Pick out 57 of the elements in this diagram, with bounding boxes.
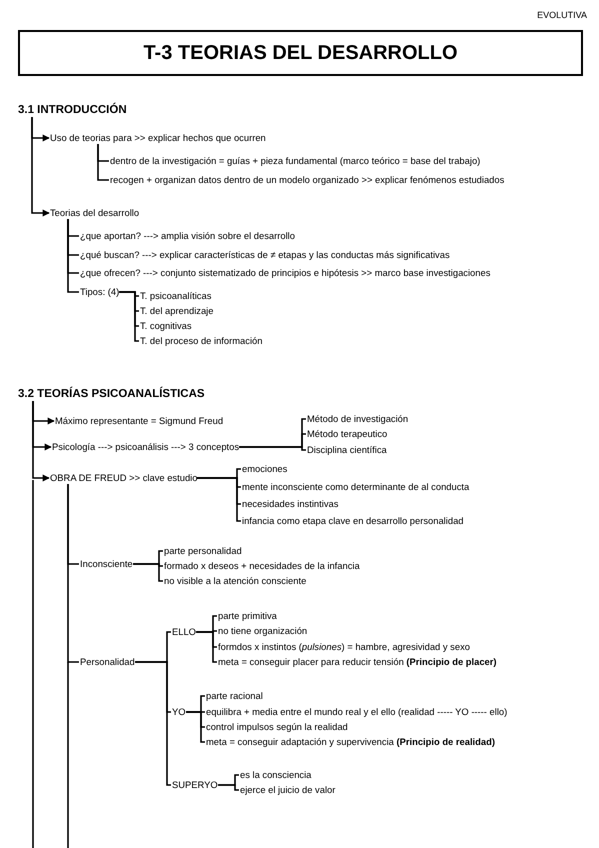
outline-text: ELLO (172, 626, 196, 638)
outline-text: parte racional (206, 690, 263, 702)
outline-text: emociones (242, 463, 288, 475)
bracket-line (239, 446, 306, 451)
bracket-line (135, 661, 171, 786)
outline-text: no visible a la atención consciente (164, 575, 306, 587)
page-title: T-3 TEORIAS DEL DESARROLLO (18, 30, 583, 76)
outline-text: T. del proceso de información (140, 335, 262, 347)
outline-text: no tiene organización (218, 625, 308, 637)
bracket-line (97, 144, 109, 181)
outline-text: Tipos: (4) (80, 286, 120, 298)
bracket-line (186, 711, 205, 743)
outline-text: T. psicoanalíticas (140, 290, 212, 302)
outline-text: dentro de la investigación = guías + pieza fundamental (marco teórico = base del trabajo) (110, 155, 480, 167)
outline-text: meta = conseguir placer para reducir tensión (Principio de placer) (218, 656, 497, 668)
outline-text: T. del aprendizaje (140, 305, 214, 317)
outline-text: ejerce el juicio de valor (240, 784, 336, 796)
outline-text: Psicología ---> psicoanálisis ---> 3 conceptos (52, 441, 240, 453)
outline-text: T. cognitivas (140, 320, 192, 332)
outline-text: es la consciencia (240, 769, 312, 781)
section-heading: 3.2 TEORÍAS PSICOANALÍSTICAS (18, 387, 205, 401)
outline-text: mente inconsciente como determinante de al conducta (242, 481, 470, 493)
outline-text: recogen + organizan datos dentro de un modelo organizado >> explicar fenómenos estudiados (110, 174, 504, 186)
outline-text: Método terapeutico (307, 428, 388, 440)
outline-text: meta = conseguir adaptación y supervivencia (Principio de realidad) (206, 736, 495, 748)
bracket-line (218, 784, 239, 791)
outline-text: Inconsciente (80, 558, 133, 570)
outline-text: Máximo representante = Sigmund Freud (55, 415, 224, 427)
bracket-line (67, 219, 79, 293)
outline-text: ¿qué buscan? ---> explicar características de ≠ etapas y las conductas más significativas (80, 249, 450, 261)
bracket-line (197, 477, 241, 522)
outline-text: Disciplina científica (307, 444, 387, 456)
outline-text: parte personalidad (164, 545, 242, 557)
bracket-line (67, 484, 79, 663)
outline-text: Teorias del desarrollo (50, 207, 140, 219)
outline-text: infancia como etapa clave en desarrollo personalidad (242, 515, 464, 527)
outline-text: OBRA DE FREUD >> clave estudio (50, 472, 198, 484)
outline-text: formado x deseos + necesidades de la infancia (164, 560, 360, 572)
outline-text: ¿que ofrecen? ---> conjunto sistematizado de principios e hipótesis >> marco base investigaciones (80, 267, 490, 279)
outline-text: Personalidad (80, 656, 135, 668)
outline-text: Método de investigación (307, 413, 408, 425)
section-heading: 3.1 INTRODUCCIÓN (18, 103, 127, 117)
outline-text: control impulsos según la realidad (206, 721, 348, 733)
outline-text: Uso de teorias para >> explicar hechos que ocurren (50, 132, 266, 144)
outline-text: equilibra + media entre el mundo real y el ello (realidad ----- YO ----- ello) (206, 706, 508, 718)
outline-text: YO (172, 706, 186, 718)
outline-text: formdos x instintos (pulsiones) = hambre, agresividad y sexo (218, 641, 470, 653)
bracket-line (196, 631, 217, 663)
bracket-line (133, 563, 163, 582)
arrow (31, 117, 50, 216)
outline-text: SUPERYO (172, 779, 218, 791)
outline-text: ¿que aportan? ---> amplia visión sobre el desarrollo (80, 230, 295, 242)
bracket-line (119, 291, 139, 342)
outline-text: parte primitiva (218, 610, 277, 622)
outline-text: necesidades instintivas (242, 498, 338, 510)
header-label: EVOLUTIVA (537, 10, 587, 20)
arrow (32, 401, 50, 482)
